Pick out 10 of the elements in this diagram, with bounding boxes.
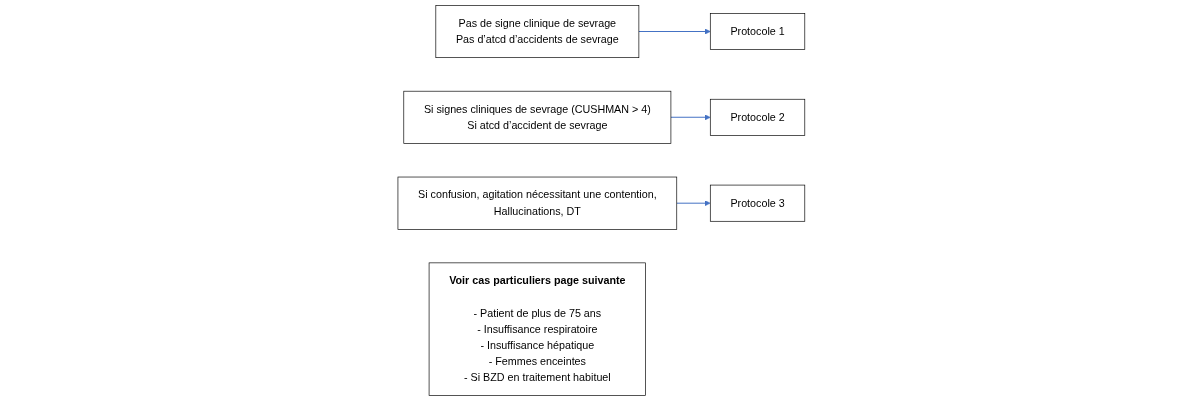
node-box: Pas de signe clinique de sevrage Pas d’atcd d’accidents de sevrage <box>435 5 640 58</box>
node-box: Protocole 1 <box>710 13 806 50</box>
node-box: Si confusion, agitation nécessitant une contention, Hallucinations, DT <box>397 176 678 230</box>
node-box: Protocole 3 <box>710 184 806 222</box>
arrow <box>676 200 711 207</box>
arrow <box>638 28 711 35</box>
node-box: Si signes cliniques de sevrage (CUSHMAN > 4) Si atcd d’accident de sevrage <box>403 90 672 144</box>
node-box: Protocole 2 <box>710 98 806 136</box>
node-box: Voir cas particuliers page suivante - Patient de plus de 75 ans - Insuffisance respiratoire - Insuffisance hépatique - Femmes enceintes - Si BZD en traitement habituel <box>428 262 647 396</box>
arrow <box>670 114 711 121</box>
